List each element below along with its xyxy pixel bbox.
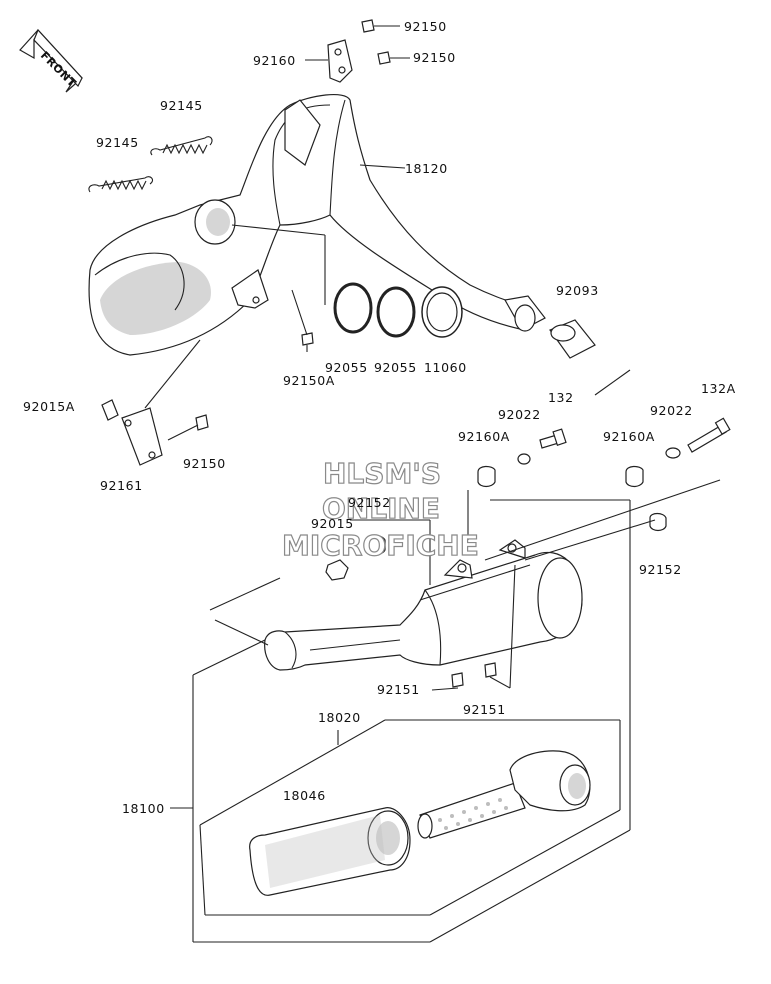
callout-92160a-left: 92160A	[458, 429, 510, 444]
grommet-92160a-right	[625, 465, 644, 488]
spring-upper	[150, 136, 213, 156]
bolt-132a	[687, 417, 731, 453]
callout-18100: 18100	[122, 801, 165, 816]
callout-92161: 92161	[100, 478, 143, 493]
callout-92150-mid: 92150	[413, 50, 456, 65]
gasket-11060	[421, 286, 463, 338]
nut-92015	[325, 559, 349, 581]
gasket-92055-right	[376, 286, 416, 338]
callout-92145-lower: 92145	[96, 135, 139, 150]
washer-92022-b	[665, 447, 681, 459]
silencer-end-cap	[509, 750, 591, 812]
callout-92152-right: 92152	[639, 562, 682, 577]
watermark: HLSM'S ONLINE MICROFICHE	[281, 456, 479, 562]
callout-92022-right: 92022	[650, 403, 693, 418]
bolt-132	[539, 428, 567, 449]
watermark-line-2: ONLINE	[322, 492, 440, 525]
callout-18046: 18046	[283, 788, 326, 803]
callout-92150-top: 92150	[404, 19, 447, 34]
callout-92015: 92015	[311, 516, 354, 531]
silencer-core-pipe	[417, 782, 526, 839]
bolt-92150a	[291, 289, 314, 352]
callout-92145-upper: 92145	[160, 98, 203, 113]
callout-92151-right: 92151	[463, 702, 506, 717]
watermark-line-3: MICROFICHE	[282, 529, 479, 562]
front-direction-arrow: FRONT	[19, 28, 83, 93]
callout-labels: 92150 92160 92150 92145 92145 18120 9209…	[23, 19, 736, 816]
silencer-packing-18046	[249, 807, 411, 896]
callout-18020: 18020	[318, 710, 361, 725]
washer-92022-a	[517, 453, 531, 465]
callout-92152-left: 92152	[348, 495, 391, 510]
spring-lower	[88, 176, 154, 193]
callout-92150a: 92150A	[283, 373, 335, 388]
callout-11060: 11060	[424, 360, 467, 375]
callout-132: 132	[548, 390, 574, 405]
watermark-line-1: HLSM'S	[323, 457, 441, 490]
callout-92055-left: 92055	[325, 360, 368, 375]
mount-bracket-top	[305, 19, 410, 83]
silencer-assembly	[264, 539, 583, 688]
collar-92152-left	[367, 534, 386, 556]
callout-92160: 92160	[253, 53, 296, 68]
connector-pipe-92093	[549, 319, 596, 359]
collar-92152-right	[649, 512, 667, 532]
callout-92151-left: 92151	[377, 682, 420, 697]
callout-132a: 132A	[701, 381, 736, 396]
callout-92022-left: 92022	[498, 407, 541, 422]
grommet-92160a-left	[477, 465, 496, 488]
callout-92055-right: 92055	[374, 360, 417, 375]
expansion-chamber	[88, 94, 546, 356]
lower-bracket-92161	[101, 339, 209, 466]
gasket-92055-left	[333, 282, 373, 334]
callout-92015a: 92015A	[23, 399, 75, 414]
callout-92150-low: 92150	[183, 456, 226, 471]
callout-92093: 92093	[556, 283, 599, 298]
callout-92160a-right: 92160A	[603, 429, 655, 444]
callout-18120: 18120	[405, 161, 448, 176]
